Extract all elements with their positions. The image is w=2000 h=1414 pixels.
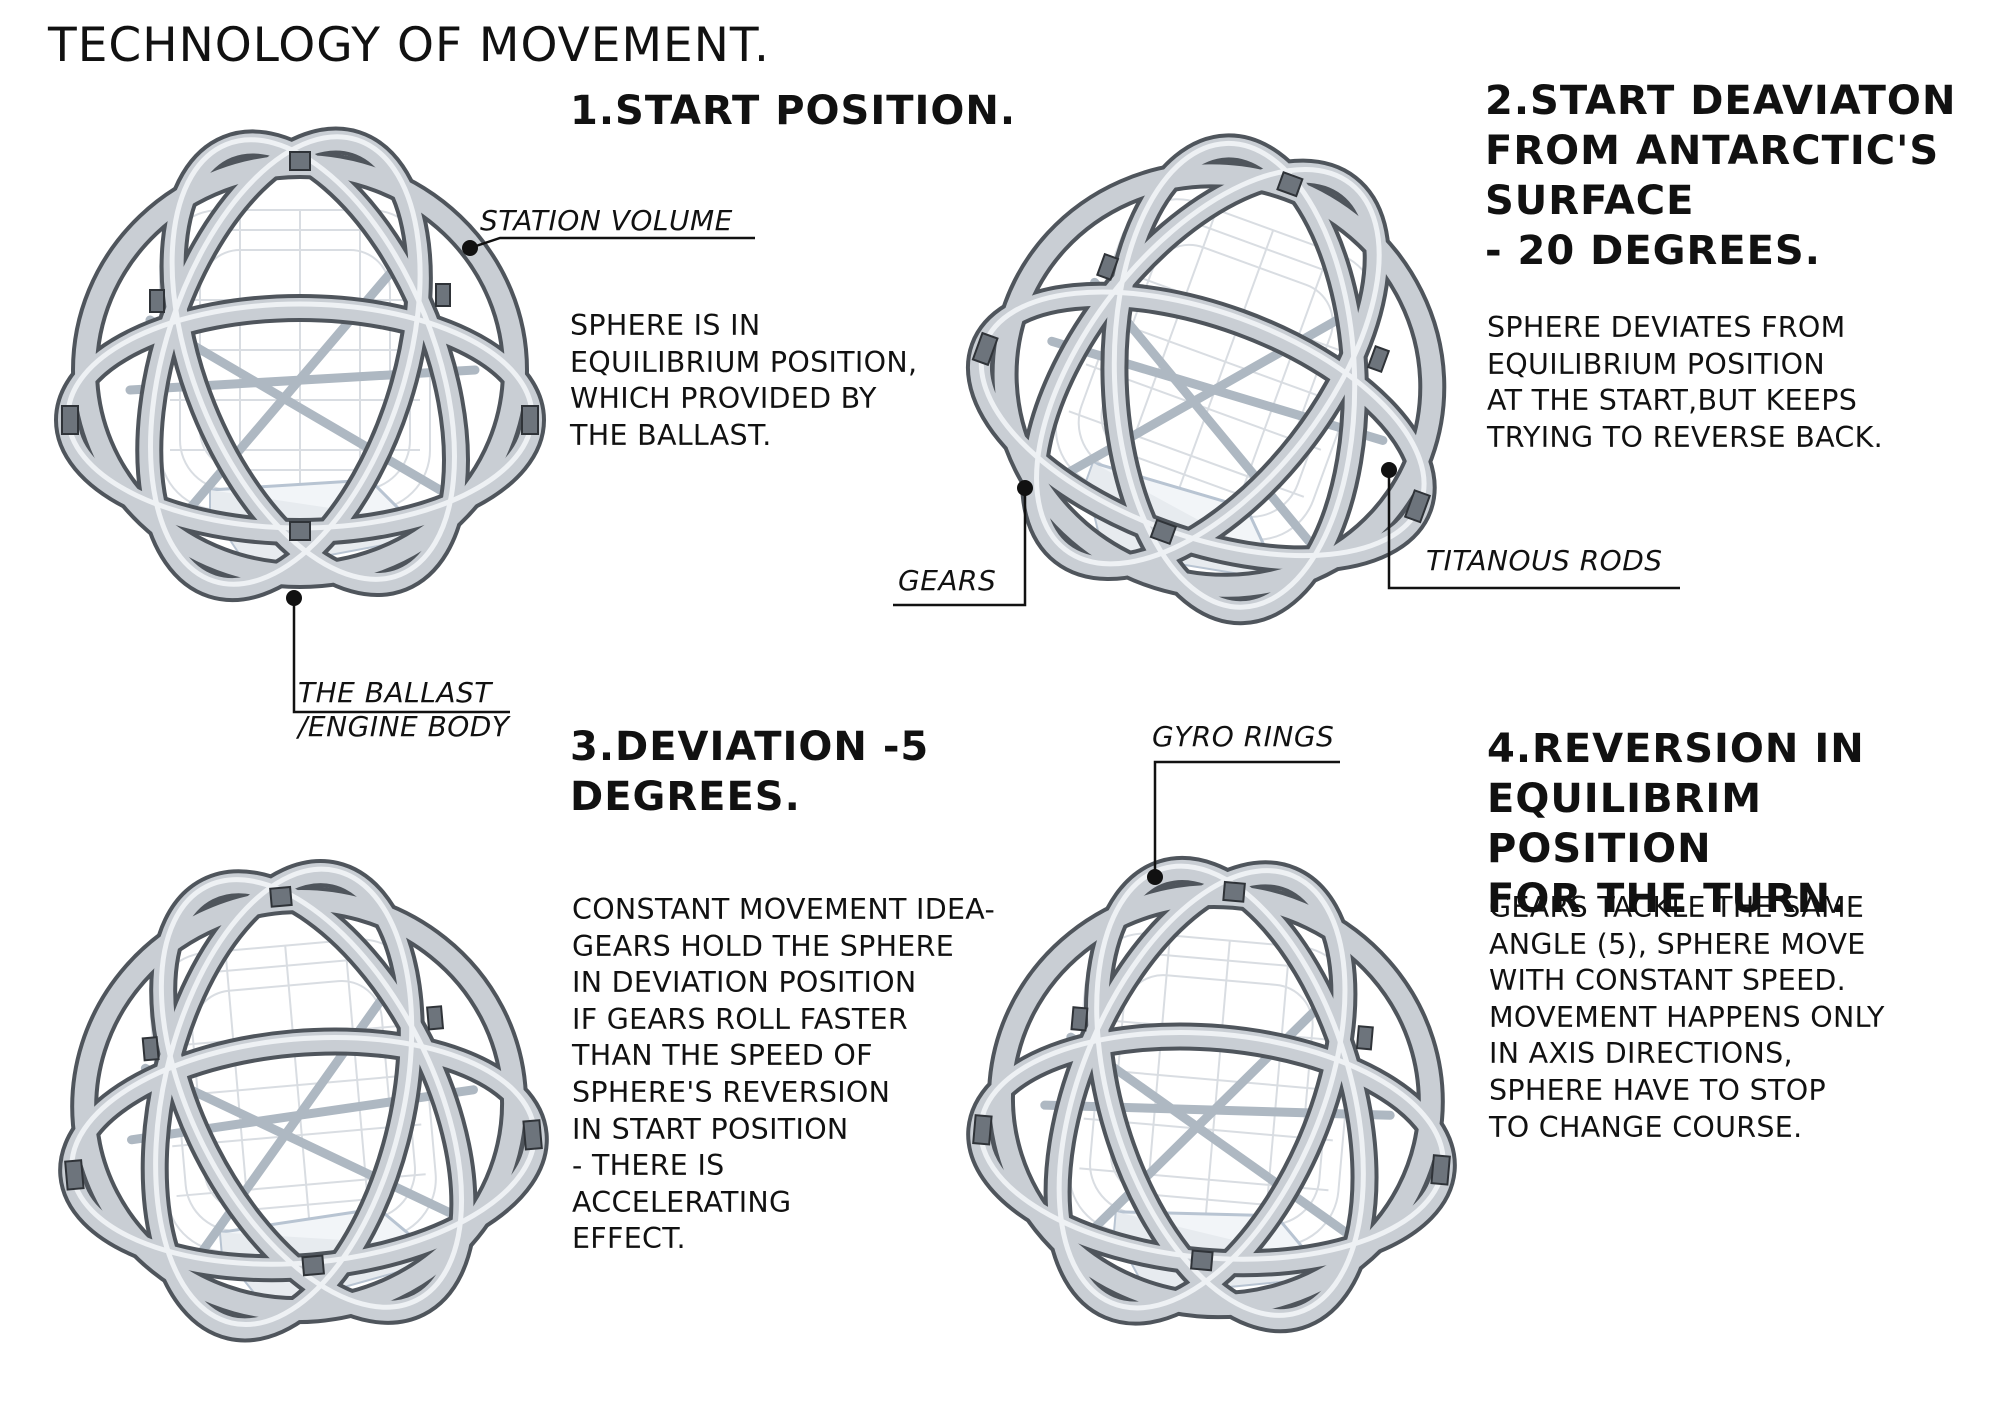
callout-station-volume: STATION VOLUME — [480, 204, 733, 238]
panel-2-heading: 2.START DEAVIATON FROM ANTARCTIC'S SURFA… — [1485, 76, 1956, 276]
gyro-sphere-2 — [908, 45, 1534, 700]
callout-dot-gears — [1017, 480, 1033, 496]
callout-gears: GEARS — [898, 564, 996, 598]
callout-dot-ballast — [286, 590, 302, 606]
panel-3-description: CONSTANT MOVEMENT IDEA- GEARS HOLD THE S… — [572, 892, 995, 1258]
panel-4-description: GEARS TACKLE THE SAME ANGLE (5), SPHERE … — [1489, 890, 1885, 1146]
gyro-sphere-1 — [62, 99, 538, 623]
panel-1-heading: 1.START POSITION. — [570, 86, 1016, 136]
callout-dot-station-volume — [462, 240, 478, 256]
callout-titanous-rods: TITANOUS RODS — [1426, 544, 1663, 578]
callout-dot-gyro-rings — [1147, 869, 1163, 885]
gyro-sphere-3 — [38, 815, 558, 1378]
gyro-sphere-4 — [957, 810, 1477, 1373]
panel-1-description: SPHERE IS IN EQUILIBRIUM POSITION, WHICH… — [570, 308, 917, 454]
leader-station-volume — [470, 238, 755, 248]
panel-3-heading: 3.DEVIATION -5 DEGREES. — [570, 722, 929, 822]
callout-ballast: THE BALLAST /ENGINE BODY — [298, 676, 509, 744]
callout-gyro-rings: GYRO RINGS — [1152, 720, 1334, 754]
callout-dot-titanous-rods — [1381, 462, 1397, 478]
panel-2-description: SPHERE DEVIATES FROM EQUILIBRIUM POSITIO… — [1487, 310, 1883, 456]
